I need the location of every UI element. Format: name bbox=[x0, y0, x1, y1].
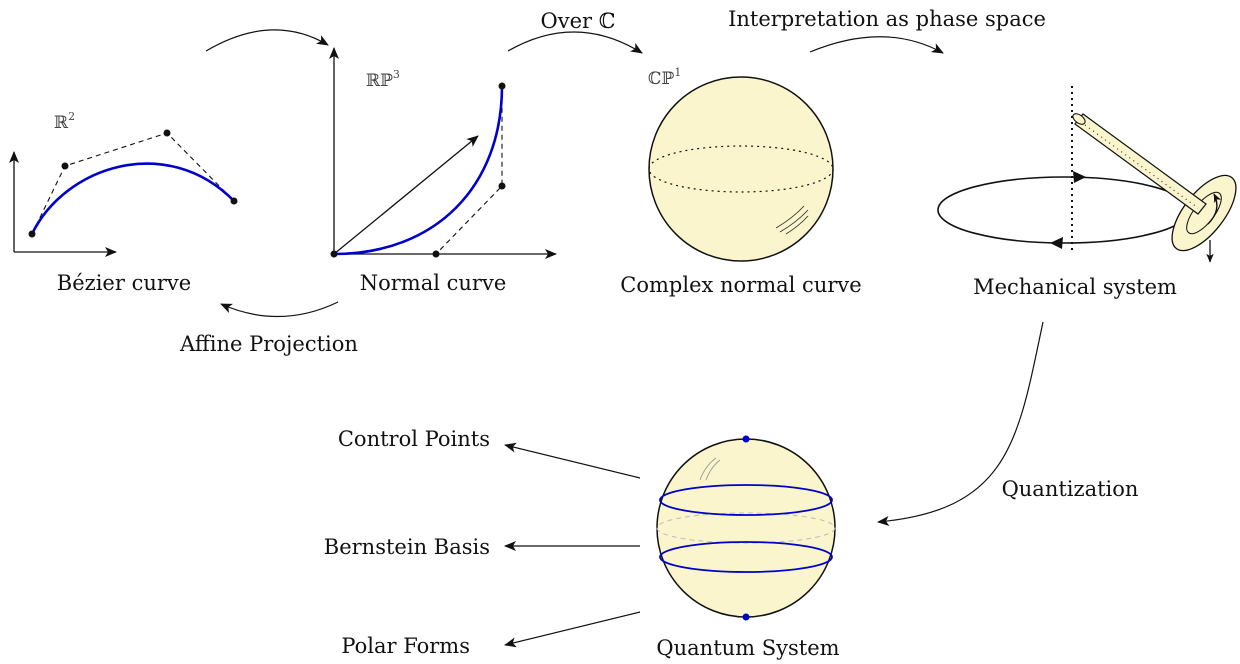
mechanical-system-panel: Mechanical system bbox=[937, 86, 1237, 299]
sphere-highlight bbox=[775, 205, 805, 229]
sphere-highlight bbox=[779, 209, 809, 233]
bezier-curve-path bbox=[30, 162, 235, 235]
bezier-control-point bbox=[61, 162, 69, 170]
normal-control-polygon bbox=[334, 86, 503, 255]
bezier-control-point bbox=[28, 230, 36, 238]
normal-curve-path bbox=[333, 85, 504, 256]
over-c-arrow bbox=[507, 31, 643, 54]
polar-forms-label: Polar Forms bbox=[341, 634, 470, 658]
normal-control-point bbox=[330, 250, 338, 258]
spin-arrow bbox=[1207, 193, 1222, 225]
over-c-label: Over ℂ bbox=[541, 9, 616, 33]
rod-end bbox=[1072, 113, 1086, 125]
to-control-points-arrow bbox=[504, 442, 641, 479]
normal-curve-panel: ℝℙ3 Normal curve bbox=[329, 47, 557, 295]
rod-dotted-axis bbox=[1084, 124, 1199, 209]
normal-y-axis bbox=[333, 135, 479, 255]
quantum-sphere-panel: Quantum System bbox=[656, 435, 840, 660]
bezier-panel: ℝ2 Bézier curve bbox=[9, 110, 238, 295]
complex-normal-curve-label: Complex normal curve bbox=[620, 273, 861, 297]
affine-projection-arrow bbox=[220, 301, 339, 318]
precession-orbit bbox=[937, 176, 1191, 244]
affine-projection-label: Affine Projection bbox=[179, 332, 358, 356]
bezier-control-point bbox=[230, 197, 238, 205]
bezier-control-polygon bbox=[31, 132, 235, 235]
phase-space-arrow bbox=[809, 36, 944, 54]
cp1-sphere-panel: ℂℙ1 Complex normal curve bbox=[620, 66, 861, 297]
mechanical-system-label: Mechanical system bbox=[973, 275, 1177, 299]
orbit-arrowhead bbox=[1050, 237, 1063, 249]
bezier-to-normal-arrow bbox=[205, 29, 329, 52]
sphere-highlight bbox=[699, 457, 717, 481]
upper-latitude-ring bbox=[659, 484, 833, 516]
normal-control-point bbox=[432, 250, 440, 258]
control-points-label: Control Points bbox=[338, 427, 490, 451]
r2-label: ℝ2 bbox=[54, 110, 75, 133]
bezier-control-point bbox=[163, 129, 171, 137]
sphere-highlight bbox=[785, 215, 809, 235]
quantum-sphere bbox=[656, 438, 836, 618]
bernstein-basis-label: Bernstein Basis bbox=[324, 535, 490, 559]
quantum-equator bbox=[656, 512, 836, 544]
arrow-labels: Over ℂ Interpretation as phase space Aff… bbox=[179, 7, 1138, 658]
north-pole-point bbox=[742, 435, 750, 443]
orbit-arrowhead bbox=[1073, 171, 1086, 183]
normal-control-point bbox=[498, 82, 506, 90]
lower-latitude-ring bbox=[659, 541, 833, 573]
sphere-highlight bbox=[705, 459, 721, 481]
quantization-label: Quantization bbox=[1002, 477, 1139, 501]
normal-curve-label: Normal curve bbox=[360, 271, 507, 295]
to-polar-forms-arrow bbox=[504, 611, 641, 648]
transition-arrows bbox=[205, 29, 1044, 648]
interpretation-label: Interpretation as phase space bbox=[728, 7, 1046, 31]
normal-control-point bbox=[498, 182, 506, 190]
quantization-arrow bbox=[877, 321, 1044, 526]
quantum-system-label: Quantum System bbox=[656, 636, 839, 660]
cp1-equator bbox=[648, 145, 834, 193]
cp1-label: ℂℙ1 bbox=[648, 66, 681, 89]
bezier-curve-label: Bézier curve bbox=[57, 271, 191, 295]
cp1-sphere bbox=[648, 76, 834, 262]
south-pole-point bbox=[742, 613, 750, 621]
rp3-label: ℝℙ3 bbox=[366, 68, 400, 91]
